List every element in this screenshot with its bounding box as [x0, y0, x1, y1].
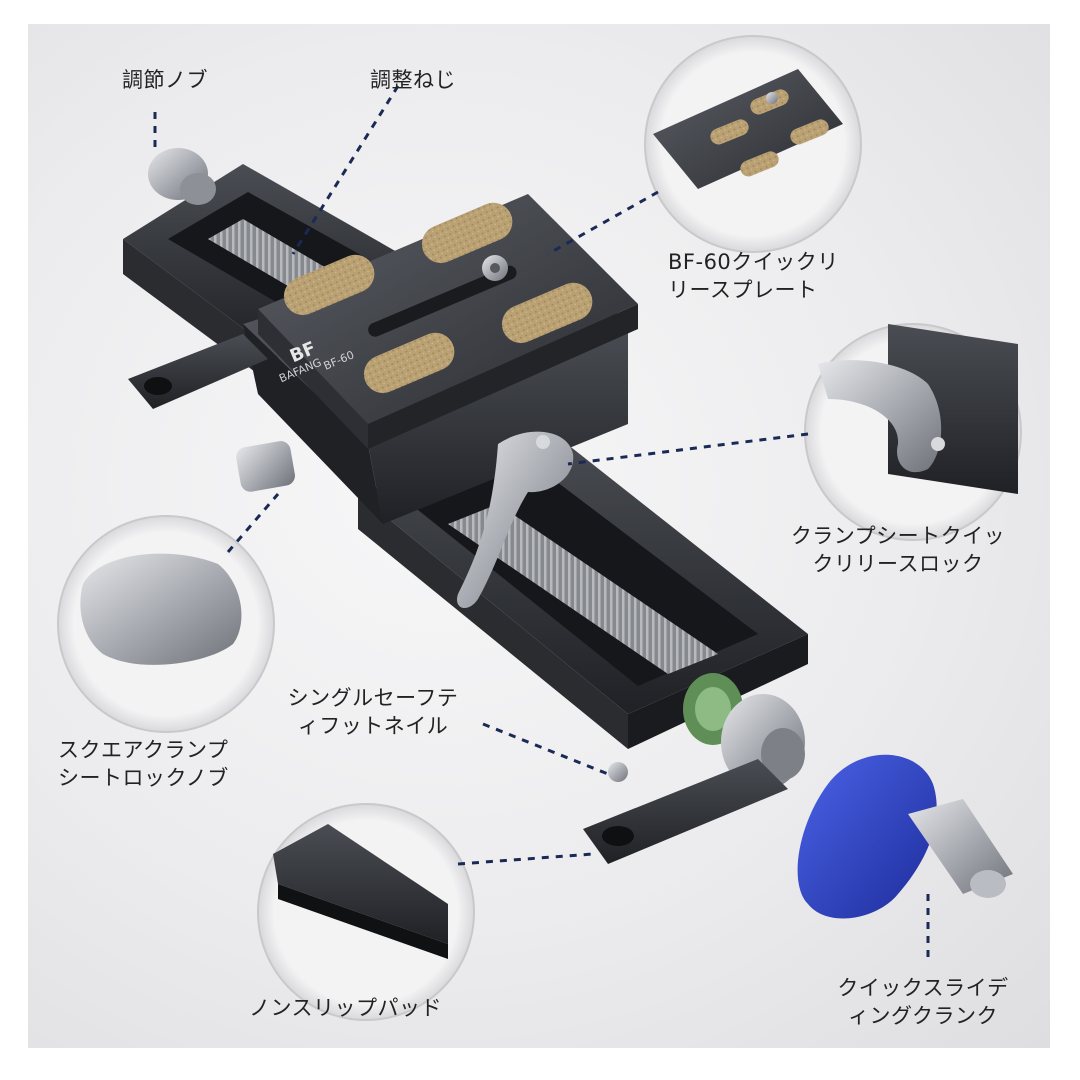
quick-slide-crank-illustration	[797, 754, 1013, 919]
clamp-lever	[457, 431, 574, 609]
callout-lines	[153, 85, 930, 959]
label-quick-release-plate: BF-60クイックリ リースプレート	[668, 250, 839, 302]
product-image: 調節ノブ 調整ねじ BF-60クイックリ リースプレート クランプシートクイッ …	[28, 24, 1050, 1048]
main-rail	[358, 429, 808, 749]
mounting-feet	[128, 334, 788, 864]
adjust-knob-illustration	[148, 148, 216, 205]
label-safety-nail: シングルセーフテ ィフットネイル	[287, 686, 459, 738]
label-quick-slide-crank: クイックスライデ ィングクランク	[837, 976, 1009, 1028]
product-illustration	[57, 35, 1022, 1021]
quick-release-plate	[258, 194, 638, 449]
inset-knob	[57, 515, 275, 733]
label-square-clamp-knob: スクエアクランプ シートロックノブ	[58, 738, 229, 790]
label-clamp-seat-lock: クランプシートクイッ クリリースロック	[790, 524, 1006, 576]
label-adjust-screw: 調整ねじ	[370, 68, 456, 92]
square-clamp-knob-illustration	[236, 441, 295, 492]
label-adjust-knob: 調節ノブ	[122, 68, 208, 92]
inset-lever	[804, 323, 1022, 541]
inset-pad	[257, 803, 475, 1021]
slide-knob-illustration	[683, 673, 805, 790]
label-non-slip-pad: ノンスリップパッド	[248, 996, 443, 1020]
inset-plate	[644, 35, 862, 253]
